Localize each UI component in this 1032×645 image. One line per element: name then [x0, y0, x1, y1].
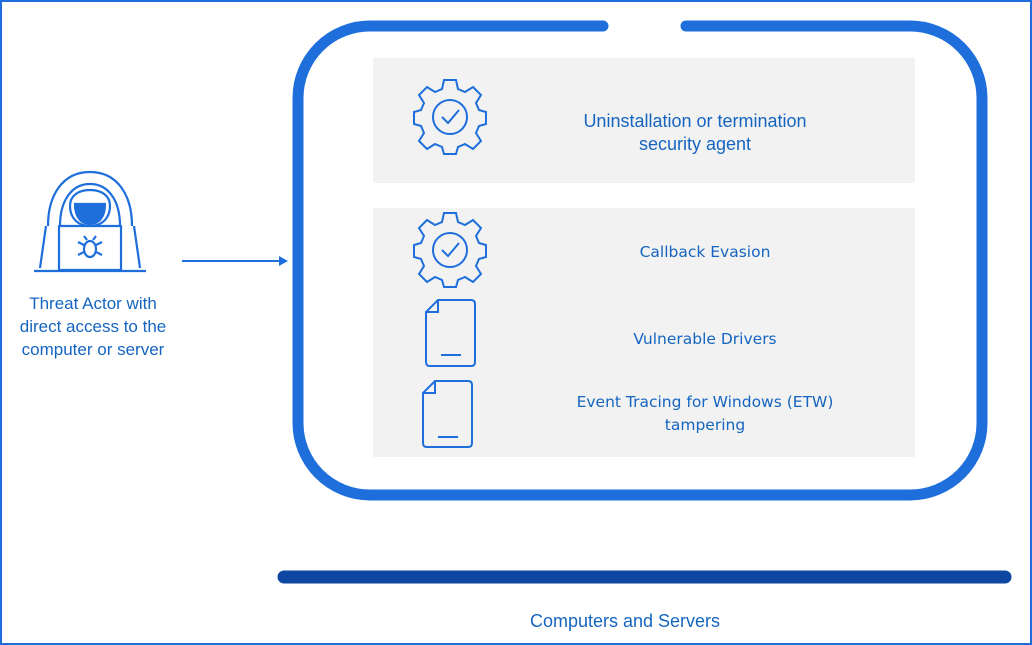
- technique-label-line: Uninstallation or termination: [583, 111, 807, 131]
- gear-check-icon: [413, 79, 487, 155]
- technique-label-line: tampering: [664, 416, 746, 434]
- arrow-icon: [182, 256, 288, 266]
- hacker-face-shade: [74, 205, 106, 225]
- technique-panel-agent: [373, 58, 915, 183]
- technique-label-etw: Event Tracing for Windows (ETW) tamperin…: [545, 391, 865, 437]
- device-outline-left: [292, 20, 988, 501]
- document-icon: [425, 299, 476, 367]
- technique-label-agent: Uninstallation or termination security a…: [540, 110, 850, 156]
- threat-actor-label: Threat Actor with direct access to the c…: [19, 294, 167, 359]
- computers-servers-label: Computers and Servers: [529, 611, 721, 631]
- document-icon: [422, 380, 473, 448]
- hacker-icon: [34, 170, 146, 273]
- technique-label-callback: Callback Evasion: [639, 243, 771, 261]
- technique-label-line: security agent: [638, 134, 752, 154]
- gear-check-icon: [413, 212, 487, 288]
- technique-label-line: Event Tracing for Windows (ETW): [576, 393, 834, 411]
- technique-label-drivers: Vulnerable Drivers: [633, 330, 777, 348]
